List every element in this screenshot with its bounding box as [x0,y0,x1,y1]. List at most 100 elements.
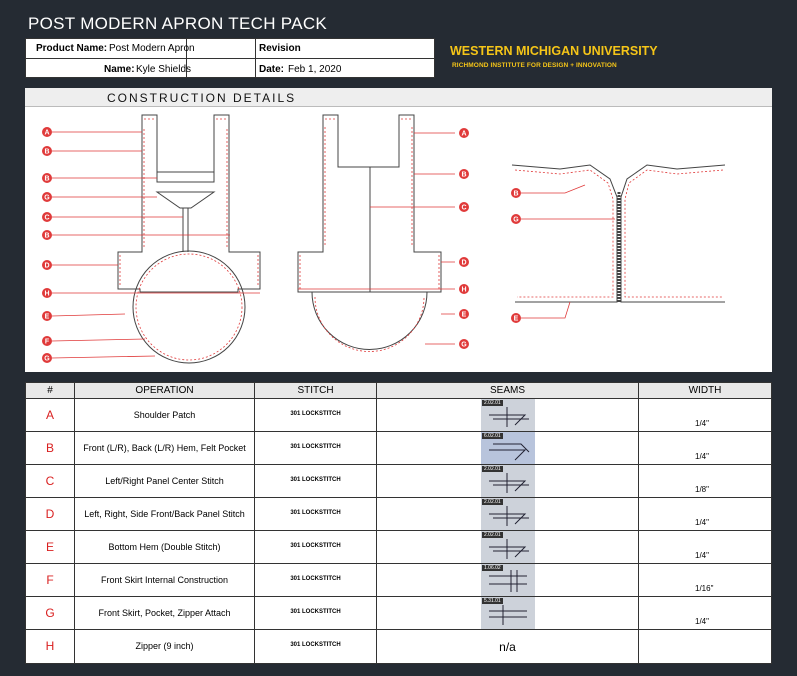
back-skirt [311,291,428,350]
row-width [639,630,771,663]
width-value: 1/4" [695,419,709,428]
front-label-h: H [44,291,49,298]
row-width: 1/4" [639,399,771,431]
construction-drawing: A B B G C B D H E F G A B C D H E G B G … [42,114,726,364]
zipper-stitch-lines [514,169,724,298]
front-label-f: F [45,339,50,346]
info-box: Product Name: Post Modern Apron Name: Ky… [25,38,435,78]
row-operation: Shoulder Patch [75,399,255,431]
zipper-right-outline [620,164,726,303]
page-title: POST MODERN APRON TECH PACK [28,14,328,33]
front-label-e: E [45,314,50,321]
name-label: Name: [104,64,135,75]
row-stitch: 301 LOCKSTITCH [255,399,377,431]
front-label-b: B [44,149,49,156]
width-value: 1/4" [695,551,709,560]
seam-diagram: 2.02.01 [481,399,535,431]
date-value: Feb 1, 2020 [288,64,342,75]
back-label-b: B [461,172,466,179]
brand-subtitle: RICHMOND INSTITUTE FOR DESIGN + INNOVATI… [452,62,617,69]
seam-na: n/a [499,640,516,654]
row-seam: 2.02.01 [377,399,639,431]
width-value: 1/4" [695,518,709,527]
construction-panel: CONSTRUCTION DETAILS [25,88,772,372]
row-id: H [26,630,75,663]
table-row: D Left, Right, Side Front/Back Panel Sti… [26,498,771,531]
row-operation: Front Skirt, Pocket, Zipper Attach [75,597,255,629]
revision-label: Revision [259,43,301,54]
row-id: B [26,432,75,464]
row-stitch: 301 LOCKSTITCH [255,432,377,464]
row-id: A [26,399,75,431]
back-label-d: D [461,260,466,267]
seam-icon [489,539,529,559]
row-operation: Front Skirt Internal Construction [75,564,255,596]
seam-icon [489,605,527,625]
back-callout-lines [298,132,455,345]
row-seam: 5.31.01 [377,597,639,629]
back-label-e: E [462,312,467,319]
row-stitch: 301 LOCKSTITCH [255,531,377,563]
seam-code: 2.02.01 [482,499,503,505]
front-pocket-band [156,171,215,183]
row-id: G [26,597,75,629]
front-center-strap [182,208,189,252]
front-apron-outline [117,114,261,293]
brand-name: WESTERN MICHIGAN UNIVERSITY [450,44,658,58]
table-row: A Shoulder Patch 301 LOCKSTITCH 2.02.01 … [26,399,771,432]
seam-diagram: 2.02.01 [481,498,535,530]
row-seam: n/a [377,630,639,663]
seam-diagram: 6.02.01 [481,432,535,464]
operations-table: # OPERATION STITCH SEAMS WIDTH A Shoulde… [25,382,772,664]
col-operation: OPERATION [75,383,255,398]
row-width: 1/8" [639,465,771,497]
construction-heading: CONSTRUCTION DETAILS [107,91,297,105]
front-label-g: G [44,195,50,202]
table-row: C Left/Right Panel Center Stitch 301 LOC… [26,465,771,498]
width-value: 1/4" [695,452,709,461]
table-header: # OPERATION STITCH SEAMS WIDTH [26,383,771,399]
row-stitch: 301 LOCKSTITCH [255,597,377,629]
width-value: 1/16" [695,584,714,593]
zipper-label-e: E [514,316,519,323]
product-name-value: Post Modern Apron [109,43,195,54]
row-seam: 2.02.01 [377,531,639,563]
row-id: D [26,498,75,530]
row-stitch: 301 LOCKSTITCH [255,498,377,530]
seam-diagram: 1.06.02 [481,564,535,596]
product-name-label: Product Name: [36,43,108,54]
row-seam: 2.02.01 [377,498,639,530]
date-label: Date: [259,64,285,75]
seam-icon [489,570,527,592]
back-label-a: A [461,131,466,138]
seam-code: 2.02.01 [482,466,503,472]
width-value: 1/4" [695,617,709,626]
row-operation: Zipper (9 inch) [75,630,255,663]
row-id: E [26,531,75,563]
col-width: WIDTH [688,385,722,396]
seam-code: 1.06.02 [482,565,503,571]
row-seam: 2.02.01 [377,465,639,497]
row-id: C [26,465,75,497]
back-label-c: C [461,205,466,212]
row-stitch: 301 LOCKSTITCH [255,564,377,596]
front-skirt [132,250,246,364]
row-width: 1/4" [639,498,771,530]
back-stitch-lines [299,118,440,289]
front-label-b3: B [44,233,49,240]
row-width: 1/4" [639,432,771,464]
seam-diagram: 5.31.01 [481,597,535,629]
seam-code: 2.02.01 [482,532,503,538]
seam-code: 2.02.01 [482,400,503,406]
row-width: 1/4" [639,531,771,563]
row-width: 1/4" [639,597,771,629]
col-seams: SEAMS [377,383,639,398]
zipper-callout-lines [521,184,615,319]
zipper-label-b: B [513,191,518,198]
seam-icon [489,473,529,493]
row-stitch: 301 LOCKSTITCH [255,465,377,497]
back-label-g: G [461,342,467,349]
front-callout-lines [51,131,260,359]
seam-icon [489,443,530,461]
col-number: # [26,383,75,398]
